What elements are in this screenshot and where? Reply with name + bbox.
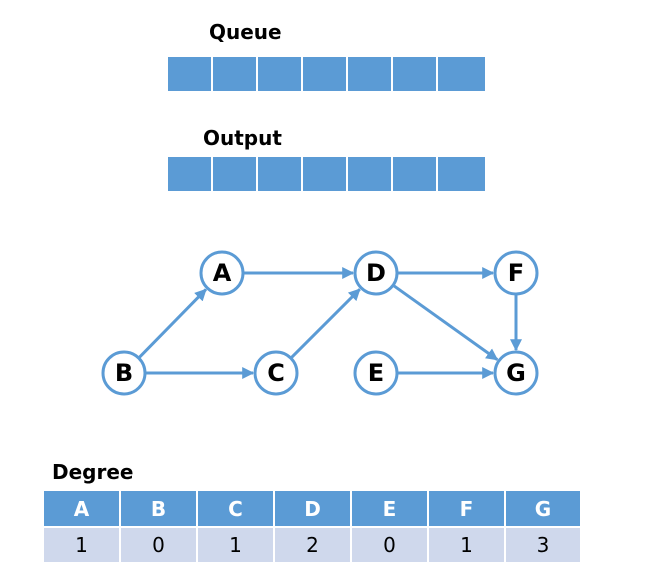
output-slot (258, 157, 303, 191)
node-label: A (213, 259, 232, 287)
edge-d-g (393, 284, 499, 361)
node-b: B (101, 350, 147, 396)
node-c: C (253, 350, 299, 396)
degree-value-cell: 2 (274, 526, 352, 562)
node-circle (101, 350, 147, 396)
degree-value-cell: 3 (505, 526, 580, 562)
degree-header-cell: G (505, 491, 580, 527)
node-label: C (267, 359, 285, 387)
edge-b-a (138, 288, 207, 359)
degree-header-cell: C (197, 491, 275, 527)
node-circle (493, 250, 539, 296)
queue-slot (168, 57, 213, 91)
queue-slot (303, 57, 348, 91)
node-label: E (368, 359, 384, 387)
degree-value-cell: 0 (351, 526, 429, 562)
node-f: F (493, 250, 539, 296)
queue-slot (348, 57, 393, 91)
output-slot (168, 157, 213, 191)
edge-c-d (290, 288, 361, 359)
queue-label: Queue (209, 20, 282, 44)
queue-slot (438, 57, 485, 91)
node-circle (493, 350, 539, 396)
output-slot (213, 157, 258, 191)
node-label: B (115, 359, 133, 387)
graph-nodes: A B C D E F G (101, 250, 539, 396)
queue-slot (258, 57, 303, 91)
node-e: E (353, 350, 399, 396)
node-g: G (493, 350, 539, 396)
degree-header-cell: F (428, 491, 506, 527)
output-slot (303, 157, 348, 191)
node-label: G (506, 359, 526, 387)
queue-slot (213, 57, 258, 91)
node-circle (199, 250, 245, 296)
output-slot (438, 157, 485, 191)
degree-header-cell: E (351, 491, 429, 527)
node-a: A (199, 250, 245, 296)
node-d: D (353, 250, 399, 296)
degree-header-cell: B (120, 491, 198, 527)
output-slot (393, 157, 438, 191)
degree-value-cell: 1 (197, 526, 275, 562)
degree-title: Degree (52, 460, 134, 484)
degree-value-cell: 0 (120, 526, 198, 562)
graph-edges (138, 267, 522, 379)
output-array (168, 157, 485, 191)
node-label: D (366, 259, 386, 287)
output-slot (348, 157, 393, 191)
node-label: F (508, 259, 524, 287)
node-circle (353, 250, 399, 296)
queue-array (168, 57, 485, 91)
degree-header-cell: A (44, 491, 121, 527)
node-circle (353, 350, 399, 396)
degree-value-cell: 1 (44, 526, 121, 562)
degree-value-cell: 1 (428, 526, 506, 562)
output-label: Output (203, 126, 282, 150)
node-circle (253, 350, 299, 396)
queue-slot (393, 57, 438, 91)
degree-header-cell: D (274, 491, 352, 527)
